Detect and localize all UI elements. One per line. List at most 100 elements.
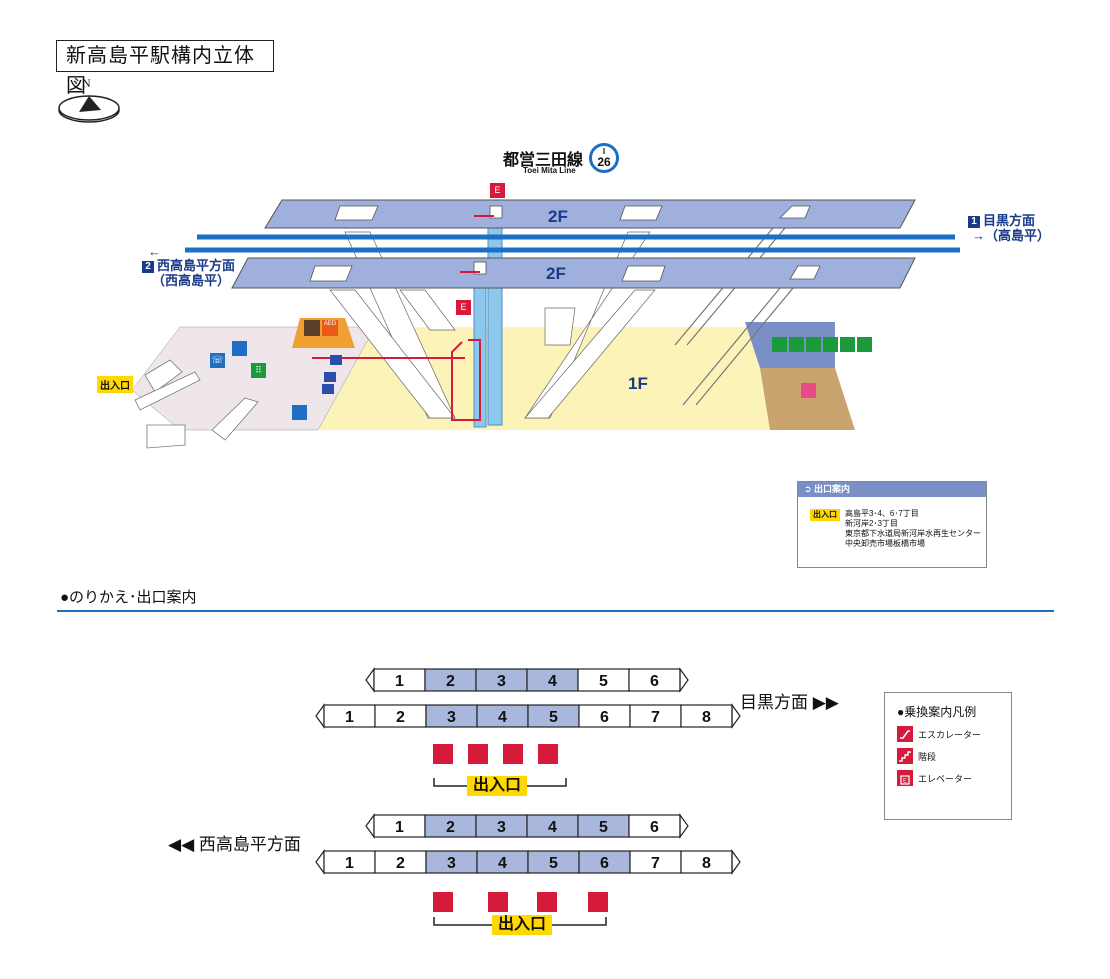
- car-number: 2: [446, 819, 455, 836]
- direction-west-number: 2: [142, 261, 154, 273]
- floor-label-1f: 1F: [628, 374, 648, 393]
- car-number: 6: [600, 855, 609, 872]
- transfer-direction-east: 目黒方面 ▶▶: [740, 693, 839, 712]
- car-number: 4: [498, 709, 507, 726]
- office-icon: [801, 383, 816, 398]
- car-nose: [365, 667, 375, 693]
- car-number: 2: [396, 709, 405, 726]
- station-number-badge: I 26: [589, 143, 619, 173]
- changing-room-icon: [857, 337, 872, 352]
- car-number: 2: [446, 673, 455, 690]
- direction-east-number: 1: [968, 216, 980, 228]
- elevator-icon: E: [897, 770, 913, 786]
- car-number: 6: [650, 819, 659, 836]
- ticket-gates: [322, 355, 342, 394]
- direction-west-sub: （西高島平）: [152, 273, 231, 288]
- section-title: ●のりかえ･出口案内: [60, 589, 197, 606]
- car-number: 2: [396, 855, 405, 872]
- page-title: 新高島平駅構内立体図: [56, 40, 274, 97]
- platform-openings: [309, 205, 821, 282]
- transfer-exit-west: 出入口: [492, 915, 553, 935]
- car-number: 6: [600, 709, 609, 726]
- car-number: 4: [548, 819, 557, 836]
- exit-guide-box: ➲ 出口案内 出入口 高島平3･4、6･7丁目 新河岸2･3丁目 東京都下水道局…: [797, 481, 987, 568]
- ticket-machine-icon: [232, 341, 247, 356]
- exit-guide-line: 高島平3･4、6･7丁目: [845, 509, 919, 518]
- car-number: 3: [447, 709, 456, 726]
- direction-west-name: 西高島平方面: [157, 258, 236, 273]
- exit-guide-header: ➲ 出口案内: [798, 482, 986, 497]
- family-toilet-icon: [840, 337, 855, 352]
- legend-row-stairs: 階段: [897, 748, 1011, 764]
- elevator-icon: E: [490, 183, 505, 198]
- station-code-number: 26: [597, 155, 611, 169]
- stairs-icon: [503, 744, 523, 764]
- direction-east-sub: （高島平）: [985, 228, 1051, 243]
- car-nose: [365, 813, 375, 839]
- locker-box-icon: [292, 405, 307, 420]
- car-nose: [731, 703, 741, 729]
- station-code-letter: I: [602, 147, 606, 156]
- transfer-exit-east: 出入口: [467, 776, 528, 796]
- platform-near: [231, 257, 916, 289]
- locker-icon: [304, 320, 320, 336]
- car-number: 1: [395, 819, 404, 836]
- car-number: 8: [702, 709, 711, 726]
- car-number: 3: [497, 673, 506, 690]
- car-number: 3: [447, 855, 456, 872]
- direction-east-name: 目黒方面: [983, 213, 1036, 228]
- compass-north-label: N: [82, 76, 91, 90]
- car-number: 6: [650, 673, 659, 690]
- aed-label: AED: [323, 321, 337, 327]
- car-number: 1: [345, 855, 354, 872]
- toilet-pictograms: [772, 337, 872, 352]
- toilet-icon: [772, 337, 787, 352]
- stairs-icon: [433, 892, 453, 912]
- legend-label: エレベーター: [918, 773, 973, 784]
- car-number: 8: [702, 855, 711, 872]
- exit-guide-tag: 出入口: [810, 509, 840, 521]
- stairs-icon: [433, 744, 453, 764]
- platform-far: [264, 199, 916, 229]
- svg-text:E: E: [903, 779, 907, 785]
- escalator-icon: [538, 744, 558, 764]
- line-name-en: Toei Mita Line: [523, 166, 576, 175]
- car-number: 1: [345, 709, 354, 726]
- exit-guide-title: 出口案内: [814, 484, 851, 494]
- car-number: 1: [395, 673, 404, 690]
- escalator-icon: [588, 892, 608, 912]
- car-nose: [315, 703, 325, 729]
- floor-label-2f-near: 2F: [546, 264, 566, 283]
- car-number: 4: [548, 673, 557, 690]
- ostomate-icon: [823, 337, 838, 352]
- car-nose: [679, 813, 689, 839]
- phone-icon: ☏: [210, 353, 225, 368]
- car-number: 3: [497, 819, 506, 836]
- car-number: 5: [599, 673, 608, 690]
- elevator-icon: [468, 744, 488, 764]
- exit-guide-line: 中央卸売市場板橋市場: [845, 539, 925, 548]
- car-number: 5: [599, 819, 608, 836]
- stairs-icon: [537, 892, 557, 912]
- exit-guide-line: 新河岸2･3丁目: [845, 519, 898, 528]
- exit-stairs: [134, 359, 259, 449]
- compass-icon: [58, 95, 120, 123]
- exit-guide-line: 東京都下水道局新河岸水再生センター: [845, 529, 981, 538]
- legend-label: エスカレーター: [918, 729, 982, 740]
- elevator-icon: [488, 892, 508, 912]
- legend-title: ●乗換案内凡例: [897, 705, 977, 719]
- elevator-icon-2: E: [456, 300, 471, 315]
- car-number: 5: [549, 709, 558, 726]
- car-number: 7: [651, 709, 660, 726]
- aed-icon: AED: [322, 320, 338, 336]
- transfer-direction-west: ◀◀ 西高島平方面: [168, 835, 301, 854]
- car-number: 4: [498, 855, 507, 872]
- baby-seat-icon: [806, 337, 821, 352]
- direction-west-arrow: ←: [148, 244, 161, 259]
- line-name: 都営三田線: [503, 152, 584, 169]
- exit-tag: 出入口: [97, 376, 133, 393]
- escalator-icon: [897, 726, 913, 742]
- car-nose: [315, 849, 325, 875]
